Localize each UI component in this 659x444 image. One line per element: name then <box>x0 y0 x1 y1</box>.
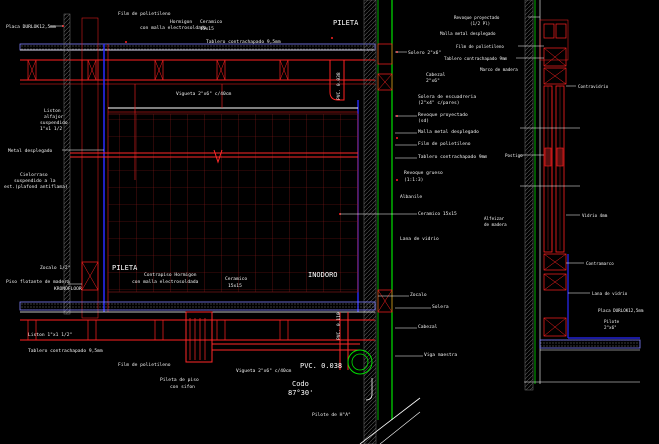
label-hormigon-1: Hormigon <box>170 19 192 25</box>
label-pvc-right: PVC. 0.038 <box>336 72 342 100</box>
label-piso-flotante-1: Piso flotante de madera <box>6 279 70 285</box>
label-cielorraso-3: est.(plafond antiflama) <box>4 184 68 190</box>
label-liston-3: suspendido <box>40 120 68 126</box>
label-pileta-bottom: PILETA <box>112 264 138 272</box>
label-contrapiso-1: Contrapiso Hormigon <box>144 272 197 278</box>
label-r-postigo: Postigo <box>505 153 523 158</box>
label-revoque-proy-2: (sd) <box>418 118 429 124</box>
label-r-placa: Placa DURLOK12,5mm <box>598 308 644 313</box>
label-r-film: Film de polietileno <box>456 44 504 49</box>
label-ceramico-bot-2: 15x15 <box>228 283 242 289</box>
label-solera-bot: Solera <box>432 304 449 310</box>
label-r-alfeizar-1: Alfeizar <box>484 216 505 221</box>
label-piso-flotante-2: KRONOFLOOR <box>54 286 82 292</box>
horizontal-pipe <box>70 149 358 164</box>
label-albanil: Albanile <box>400 194 422 200</box>
label-r-pilote-1: Pilote <box>604 319 620 324</box>
label-solera-2: (2"x4" c/pares) <box>418 100 460 106</box>
label-lana-vidrio: Lana de vidrio <box>400 236 439 242</box>
label-malla-metal: Malla metal desplegado <box>418 129 479 135</box>
label-film-bot: Film de polietileno <box>118 362 171 368</box>
label-solero-top: Solero 2"x6" <box>408 50 441 56</box>
label-r-contravidrio: Contravidrio <box>578 84 609 89</box>
label-placa-durlock: Placa DURLOK12,5mm <box>6 24 56 30</box>
label-pvc-bot: PVC. 0.038 <box>300 362 342 370</box>
label-revoque-grueso-1: Revoque grueso <box>404 170 443 176</box>
label-tablero-top: Tablero contrachapado 9,5mm <box>206 39 281 45</box>
label-ceramico-1: Ceramico <box>200 19 222 25</box>
label-metal-desplegado: Metal desplegado <box>8 148 52 154</box>
label-solera-1: Solera de escuadreria <box>418 94 476 100</box>
label-r-lana: Lana de vidrio <box>592 291 628 296</box>
label-r-marco: Marco de madera <box>480 67 518 72</box>
label-liston-4: 1"x1 1/2 <box>40 126 62 132</box>
label-pileta-piso-2: con sifon <box>170 384 195 390</box>
label-pileta-top: PILETA <box>333 19 359 27</box>
label-hormigon-2: con malla electrosoldada <box>140 25 207 31</box>
label-r-tablero: Tablero contrachapado 9mm <box>444 56 508 61</box>
label-r-revoque-2: (1/2 Pl) <box>470 21 490 26</box>
label-pileta-piso-1: Pileta de piso <box>160 377 199 383</box>
label-cielorraso-2: suspendido a la <box>14 178 56 184</box>
bottom-slab <box>19 301 421 444</box>
label-viga-maestra: Viga maestra <box>424 352 457 358</box>
label-cielorraso-1: Cielorraso <box>20 172 48 178</box>
label-r-alfeizar-2: de madera <box>484 222 507 227</box>
label-film-top: Film de polietileno <box>118 11 171 17</box>
label-inodoro: INODORO <box>308 271 338 279</box>
label-codo-1: Codo <box>292 380 309 388</box>
label-liston-2: alfajor <box>44 114 64 120</box>
label-r-revoque-1: Revoque proyectado <box>454 15 500 20</box>
label-contrapiso-2: con malla electrosoldada <box>132 279 199 285</box>
label-r-pilote-2: 2"x6" <box>604 325 617 330</box>
label-ceramico-mid: Ceramico 15x15 <box>418 211 457 217</box>
label-zocalo-right: Zocalo <box>410 292 427 298</box>
label-liston-bot: Liston 1"x1 1/2" <box>28 332 72 338</box>
label-zocalo-left: Zocalo 1/2" <box>40 265 70 271</box>
label-film-mid: Film de polietileno <box>418 141 471 147</box>
label-pvc-bot-right: PVC. 0.110 <box>336 312 342 340</box>
label-ceramico-bot-1: Ceramico <box>225 276 247 282</box>
label-cabezal-bot: Cabezal <box>418 324 438 330</box>
label-tablero-bot: Tablero contrachapado 9,5mm <box>28 348 103 354</box>
label-liston-1: Liston <box>44 108 61 114</box>
label-codo-2: 87°30' <box>288 389 313 397</box>
label-r-vidrio: Vidrio 4mm <box>582 213 608 218</box>
label-r-malla: Malla metal desplegado <box>440 31 496 36</box>
ceramic-tile-wall <box>107 113 359 293</box>
label-cabezal: Cabezal <box>426 72 446 78</box>
right-wall <box>357 0 393 444</box>
label-vigueta-top: Vigueta 2"x6" c/40cm <box>176 91 232 97</box>
label-tablero-mid: Tablero contrachapado 9mm <box>418 154 487 160</box>
label-pilote: Pilote de H°A° <box>312 412 351 418</box>
label-revoque-proy-1: Revoque proyectado <box>418 112 468 118</box>
label-ceramico-2: 15x15 <box>200 26 214 32</box>
window-detail <box>520 0 641 391</box>
label-cabezal-2: 2"x6" <box>426 78 440 84</box>
top-slab <box>19 43 376 101</box>
label-vigueta-bot: Vigueta 2"x6" c/40cm <box>236 368 292 374</box>
label-r-contramarco: Contramarco <box>586 261 614 266</box>
label-revoque-grueso-2: (1:1:3) <box>404 177 423 183</box>
labels: Placa DURLOK12,5mm Film de polietileno H… <box>4 11 644 418</box>
